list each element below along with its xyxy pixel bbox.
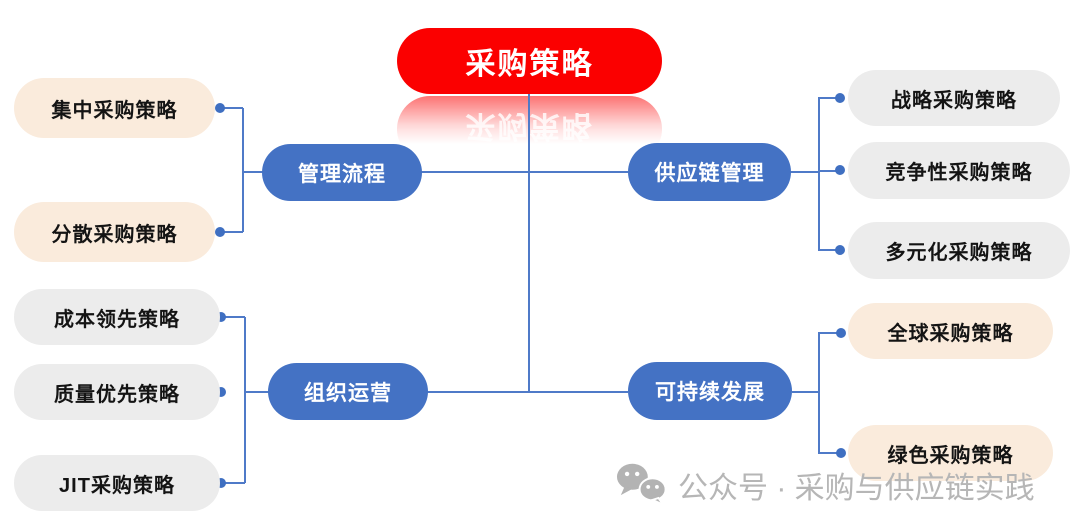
root-node-label: 采购策略 <box>465 48 594 81</box>
branch-label: 供应链管理 <box>654 162 765 185</box>
leaf-quality-first: 质量优先策略 <box>14 364 220 420</box>
connector-line-center-vertical <box>528 94 530 392</box>
connector-bracket-right-top <box>818 98 820 250</box>
leaf-cost-leadership: 成本领先策略 <box>14 289 220 345</box>
connector-stub <box>818 249 841 251</box>
connector-stub <box>818 452 842 454</box>
branch-label: 管理流程 <box>298 162 386 186</box>
connector-line-row1 <box>242 171 628 173</box>
leaf-label: 分散采购策略 <box>51 223 178 246</box>
wechat-icon <box>616 462 668 507</box>
connector-dot <box>215 103 225 113</box>
connector-line-row2 <box>244 391 628 393</box>
leaf-competitive-procurement: 竞争性采购策略 <box>848 142 1070 199</box>
leaf-label: 多元化采购策略 <box>885 242 1033 264</box>
connector-dot <box>835 165 845 175</box>
leaf-label: 战略采购策略 <box>891 89 1017 112</box>
leaf-label: 全球采购策略 <box>887 322 1014 345</box>
leaf-label: 集中采购策略 <box>51 99 178 122</box>
connector-stub <box>220 231 243 233</box>
connector-line-row1-right-stub <box>790 171 818 173</box>
branch-sustainable-development: 可持续发展 <box>628 362 792 420</box>
connector-stub <box>221 482 245 484</box>
leaf-decentralized-procurement: 分散采购策略 <box>14 202 215 262</box>
leaf-green-procurement: 绿色采购策略 <box>848 425 1053 481</box>
connector-dot <box>216 387 226 397</box>
branch-label: 可持续发展 <box>655 381 765 404</box>
connector-dot <box>836 328 846 338</box>
leaf-strategic-procurement: 战略采购策略 <box>848 70 1060 126</box>
connector-bracket-left-bottom <box>244 317 246 483</box>
connector-bracket-right-bottom <box>818 333 820 453</box>
branch-label: 组织运营 <box>304 381 392 405</box>
branch-management-process: 管理流程 <box>262 144 422 201</box>
connector-stub <box>220 107 243 109</box>
leaf-label: JIT采购策略 <box>59 474 175 497</box>
connector-stub <box>221 316 245 318</box>
connector-dot <box>835 93 845 103</box>
leaf-centralized-procurement: 集中采购策略 <box>14 78 215 138</box>
watermark: 公众号 · 采购与供应链实践 <box>616 462 1035 507</box>
connector-dot <box>216 312 226 322</box>
connector-bracket-left-top <box>242 108 244 232</box>
root-node-reflection: 采购策略 <box>397 96 662 162</box>
connector-line-row2-right-stub <box>792 391 818 393</box>
root-node-procurement-strategy: 采购策略 <box>397 28 662 94</box>
connector-stub <box>818 332 842 334</box>
leaf-label: 绿色采购策略 <box>887 444 1014 467</box>
leaf-label: 成本领先策略 <box>54 308 180 331</box>
branch-supply-chain-management: 供应链管理 <box>628 143 791 201</box>
leaf-global-procurement: 全球采购策略 <box>848 303 1053 359</box>
connector-stub <box>818 170 841 172</box>
leaf-diversified-procurement: 多元化采购策略 <box>848 222 1070 279</box>
connector-stub <box>818 97 841 99</box>
branch-organization-operations: 组织运营 <box>268 363 428 420</box>
connector-dot <box>216 478 226 488</box>
leaf-label: 质量优先策略 <box>54 383 180 406</box>
connector-dot <box>215 227 225 237</box>
watermark-text: 公众号 · 采购与供应链实践 <box>678 471 1035 505</box>
connector-dot <box>836 448 846 458</box>
leaf-label: 竞争性采购策略 <box>885 162 1033 184</box>
connector-dot <box>835 245 845 255</box>
leaf-jit-procurement: JIT采购策略 <box>14 455 220 511</box>
